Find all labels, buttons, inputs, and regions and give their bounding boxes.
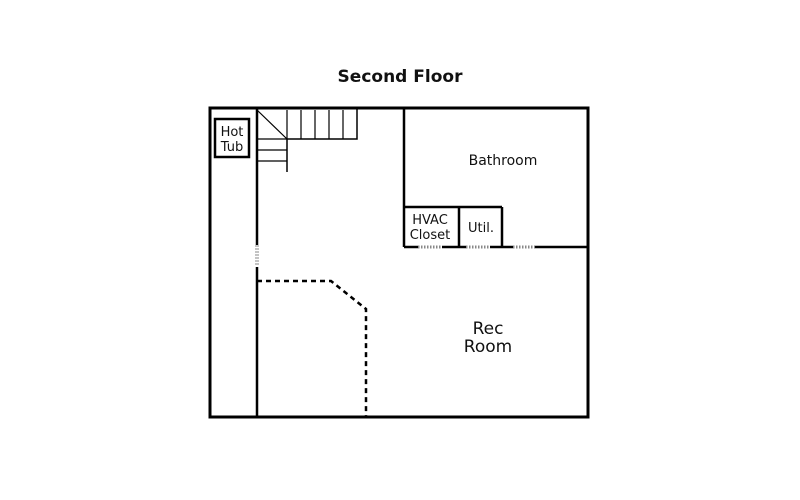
hvac-label-line1: HVAC — [412, 213, 448, 228]
hot-tub-label-line1: Hot — [221, 125, 244, 140]
bathroom-label: Bathroom — [469, 153, 538, 169]
deck-door — [255, 245, 259, 265]
hvac-label-line2: Closet — [410, 228, 451, 243]
hot-tub-label-line2: Tub — [220, 140, 243, 155]
rec-room-label-line1: Rec — [473, 319, 504, 339]
floor-title: Second Floor — [338, 67, 464, 87]
closet-doors — [418, 245, 535, 249]
dashed-area-line — [257, 279, 368, 417]
rec-room-label-line2: Room — [464, 337, 512, 357]
hot-tub — [213, 117, 251, 159]
staircase — [256, 107, 358, 172]
utility-label: Util. — [468, 221, 494, 236]
outer-wall — [208, 106, 590, 419]
